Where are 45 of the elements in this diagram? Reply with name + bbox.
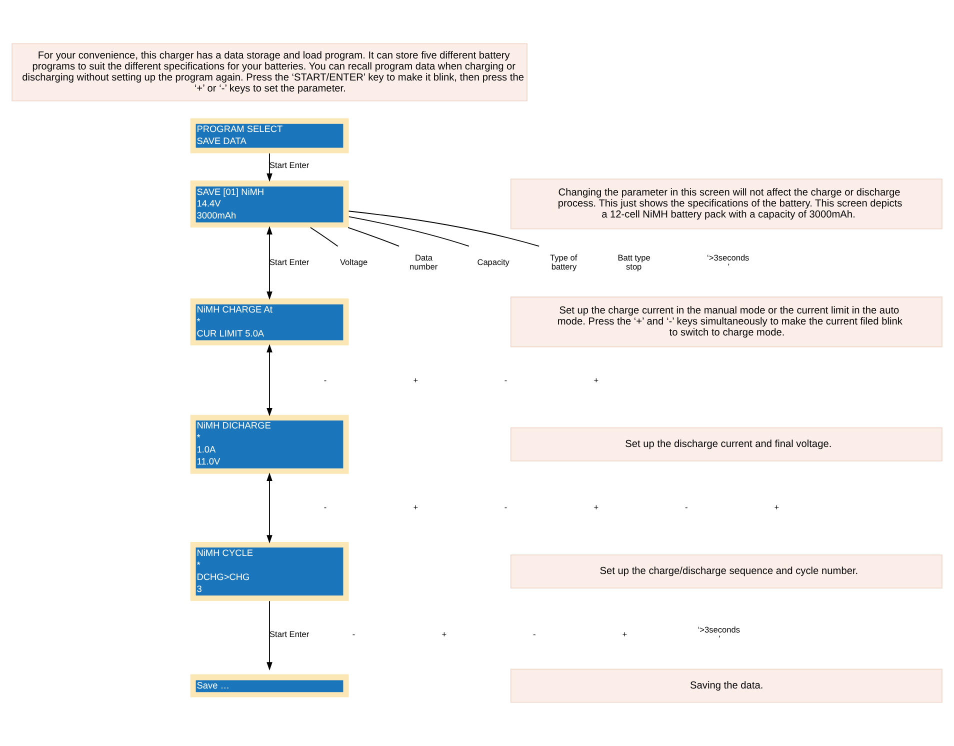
- label: -: [684, 502, 688, 512]
- label: -: [504, 374, 508, 385]
- edge-label: Start Enter: [270, 160, 310, 170]
- label: +: [594, 374, 599, 385]
- node-box: Set up the charge current in the manual mode or the current limit in the auto mode. Press the ‘+’ and ‘-’ keys simultaneously to make the current filed blink to switch to charge mode.: [510, 296, 942, 348]
- node-box: PROGRAM SELECT SAVE DATA: [190, 118, 349, 154]
- node-box: Saving the data.: [510, 668, 942, 703]
- connector: [348, 227, 400, 247]
- edge-label: Start Enter: [270, 629, 310, 640]
- connector: [348, 210, 540, 247]
- node-box: NiMH CYCLE * DCHG>CHG 3: [190, 542, 349, 601]
- label: -: [352, 629, 356, 640]
- node-box: For your convenience, this charger has a data storage and load program. It can store five different battery programs to suit the different specifications for your batteries. You can recall program data when charging or discharging without setting up the program again. Press the ‘START/ENTER’ key to make it blink, then press the ‘+’ or ‘-’ keys to set the parameter.: [12, 43, 528, 102]
- label: -: [504, 502, 508, 512]
- node-text: Voltage: [340, 256, 368, 267]
- node-text: Type of battery: [550, 252, 578, 272]
- node-text: Data number: [410, 252, 438, 272]
- node-box: Set up the charge/discharge sequence and cycle number.: [510, 554, 942, 589]
- label: +: [413, 374, 418, 385]
- node-box: Set up the discharge current and final voltage.: [510, 427, 942, 462]
- label: ‘>3seconds’: [707, 252, 750, 272]
- label: ‘>3seconds’: [698, 624, 740, 644]
- label: -: [324, 374, 327, 385]
- label: +: [594, 502, 599, 512]
- edge-label: Start Enter: [270, 256, 310, 267]
- node-box: Save …: [190, 674, 349, 698]
- arrow: [266, 153, 272, 182]
- connector: [310, 227, 338, 247]
- label: +: [442, 629, 447, 640]
- arrow: [266, 226, 272, 300]
- label: +: [413, 502, 418, 512]
- node-text: Capacity: [477, 256, 510, 267]
- label: +: [774, 502, 780, 512]
- arrow: [266, 344, 272, 416]
- node-box: NiMH CHARGE At * CUR LIMIT 5.0A: [190, 298, 349, 346]
- connector: [348, 216, 470, 247]
- node-box: NiMH DICHARGE * 1.0A 11.0V: [190, 414, 349, 474]
- label: -: [532, 629, 536, 640]
- label: -: [324, 502, 327, 512]
- arrow: [266, 472, 272, 544]
- label: Batt type stop: [618, 252, 650, 272]
- label: +: [622, 629, 628, 640]
- node-box: SAVE [01] NiMH 14.4V 3000mAh: [190, 180, 349, 228]
- node-box: Changing the parameter in this screen will not affect the charge or discharge process. This just shows the specifications of the battery. This screen depicts a 12-cell NiMH battery pack with a capacity of 3000mAh.: [510, 178, 942, 230]
- arrow: [266, 600, 272, 670]
